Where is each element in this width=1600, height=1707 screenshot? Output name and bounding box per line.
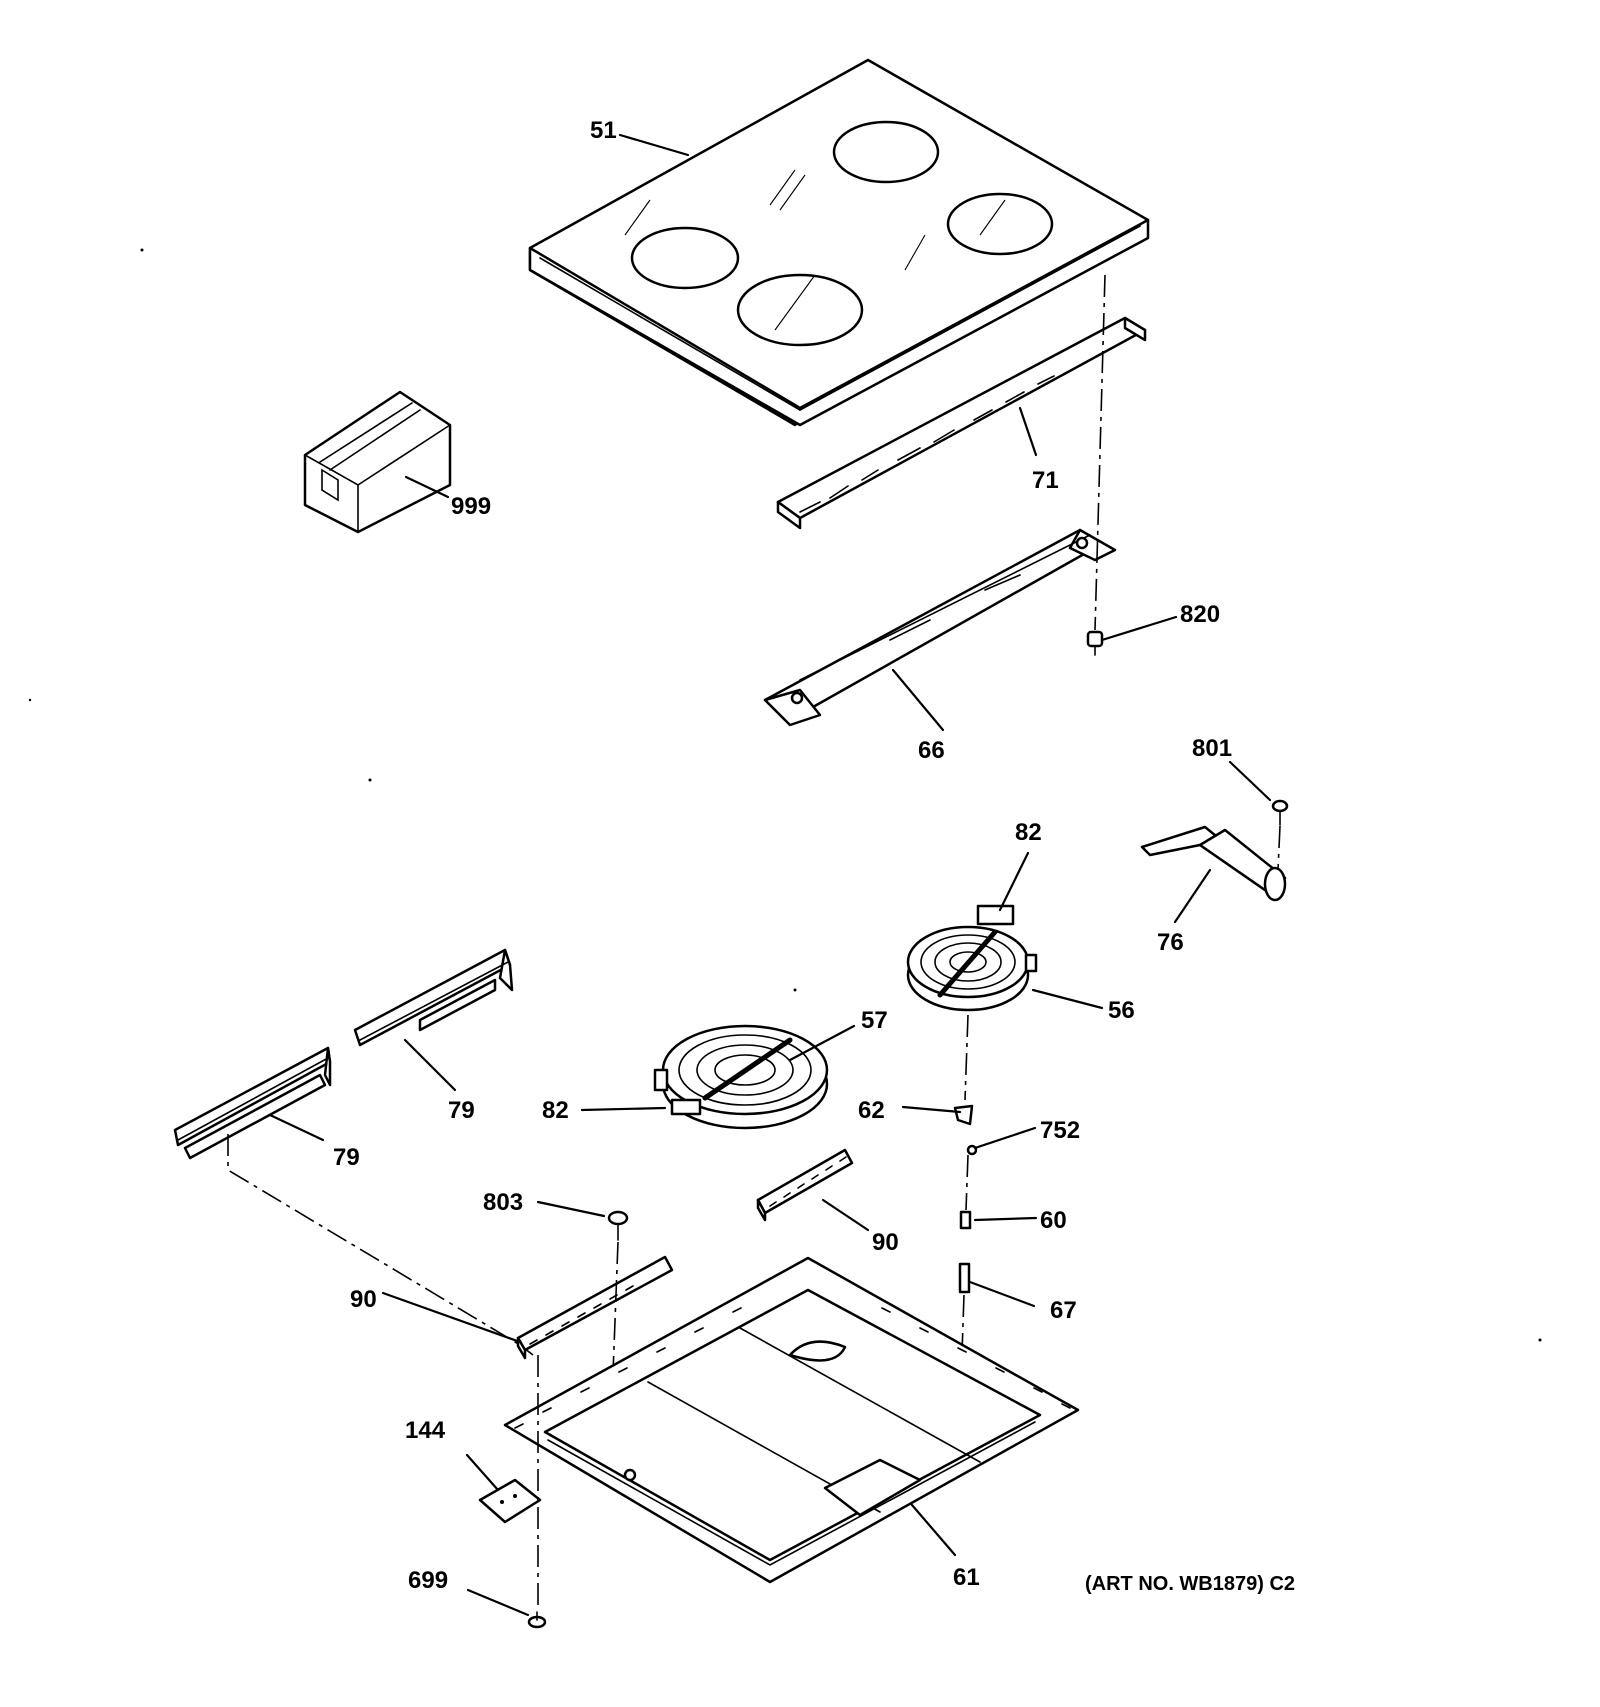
callout-90-middle: 90 — [872, 1229, 899, 1256]
callout-56: 56 — [1108, 997, 1135, 1024]
spring-60-part — [959, 1210, 972, 1230]
callout-801: 801 — [1192, 735, 1232, 762]
screw-801-part — [1271, 799, 1289, 871]
side-trim-79-upper-part — [353, 948, 514, 1047]
screw-699-part — [527, 1611, 547, 1629]
callout-820: 820 — [1180, 601, 1220, 628]
callout-71: 71 — [1032, 467, 1059, 494]
callout-144: 144 — [405, 1417, 446, 1444]
callout-90-left: 90 — [350, 1286, 377, 1313]
bracket-90-middle-part — [756, 1148, 854, 1222]
callout-82-left: 82 — [542, 1097, 569, 1124]
scan-specks — [28, 248, 1542, 1342]
burner-circle-front — [736, 273, 864, 347]
callout-66: 66 — [918, 737, 945, 764]
callout-803: 803 — [483, 1189, 523, 1216]
callout-76: 76 — [1157, 929, 1184, 956]
alignment-line-56 — [964, 1014, 969, 1101]
callout-61: 61 — [953, 1564, 980, 1591]
bracket-90-left-part — [516, 1255, 674, 1360]
callout-82-top: 82 — [1015, 819, 1042, 846]
heating-element-57-part — [653, 1024, 829, 1130]
pin-67-part — [958, 1262, 971, 1294]
callout-79-upper: 79 — [448, 1097, 475, 1124]
literature-box-part — [303, 390, 452, 534]
burner-box-pan-part — [503, 1256, 1080, 1584]
callout-51: 51 — [590, 117, 617, 144]
side-trim-79-lower-part — [173, 1046, 332, 1160]
callout-67: 67 — [1050, 1297, 1077, 1324]
heating-element-56-part — [906, 904, 1038, 1012]
alignment-line-62 — [965, 1154, 969, 1211]
callout-999: 999 — [451, 493, 491, 520]
burner-circle-rear-left — [832, 120, 940, 184]
art-number: (ART NO. WB1879) C2 — [1085, 1573, 1295, 1595]
callout-62: 62 — [858, 1097, 885, 1124]
callout-60: 60 — [1040, 1207, 1067, 1234]
callout-labels: 51 999 71 820 66 801 82 76 56 57 79 79 8… — [333, 117, 1295, 1595]
alignment-line-79 — [227, 1134, 534, 1356]
callout-57: 57 — [861, 1007, 888, 1034]
burner-circle-right — [946, 192, 1054, 256]
support-bracket-part — [763, 528, 1117, 727]
callout-752: 752 — [1040, 1117, 1080, 1144]
duct-trim-part — [1140, 825, 1287, 902]
cooktop-glass-part — [528, 58, 1150, 427]
plate-144-part — [478, 1478, 542, 1524]
leader-lines — [268, 133, 1272, 1617]
burner-circle-left — [630, 226, 740, 290]
clip-62-part — [953, 1104, 974, 1126]
callout-699: 699 — [408, 1567, 448, 1594]
insulation-strip-part — [776, 316, 1147, 530]
callout-79-lower: 79 — [333, 1144, 360, 1171]
